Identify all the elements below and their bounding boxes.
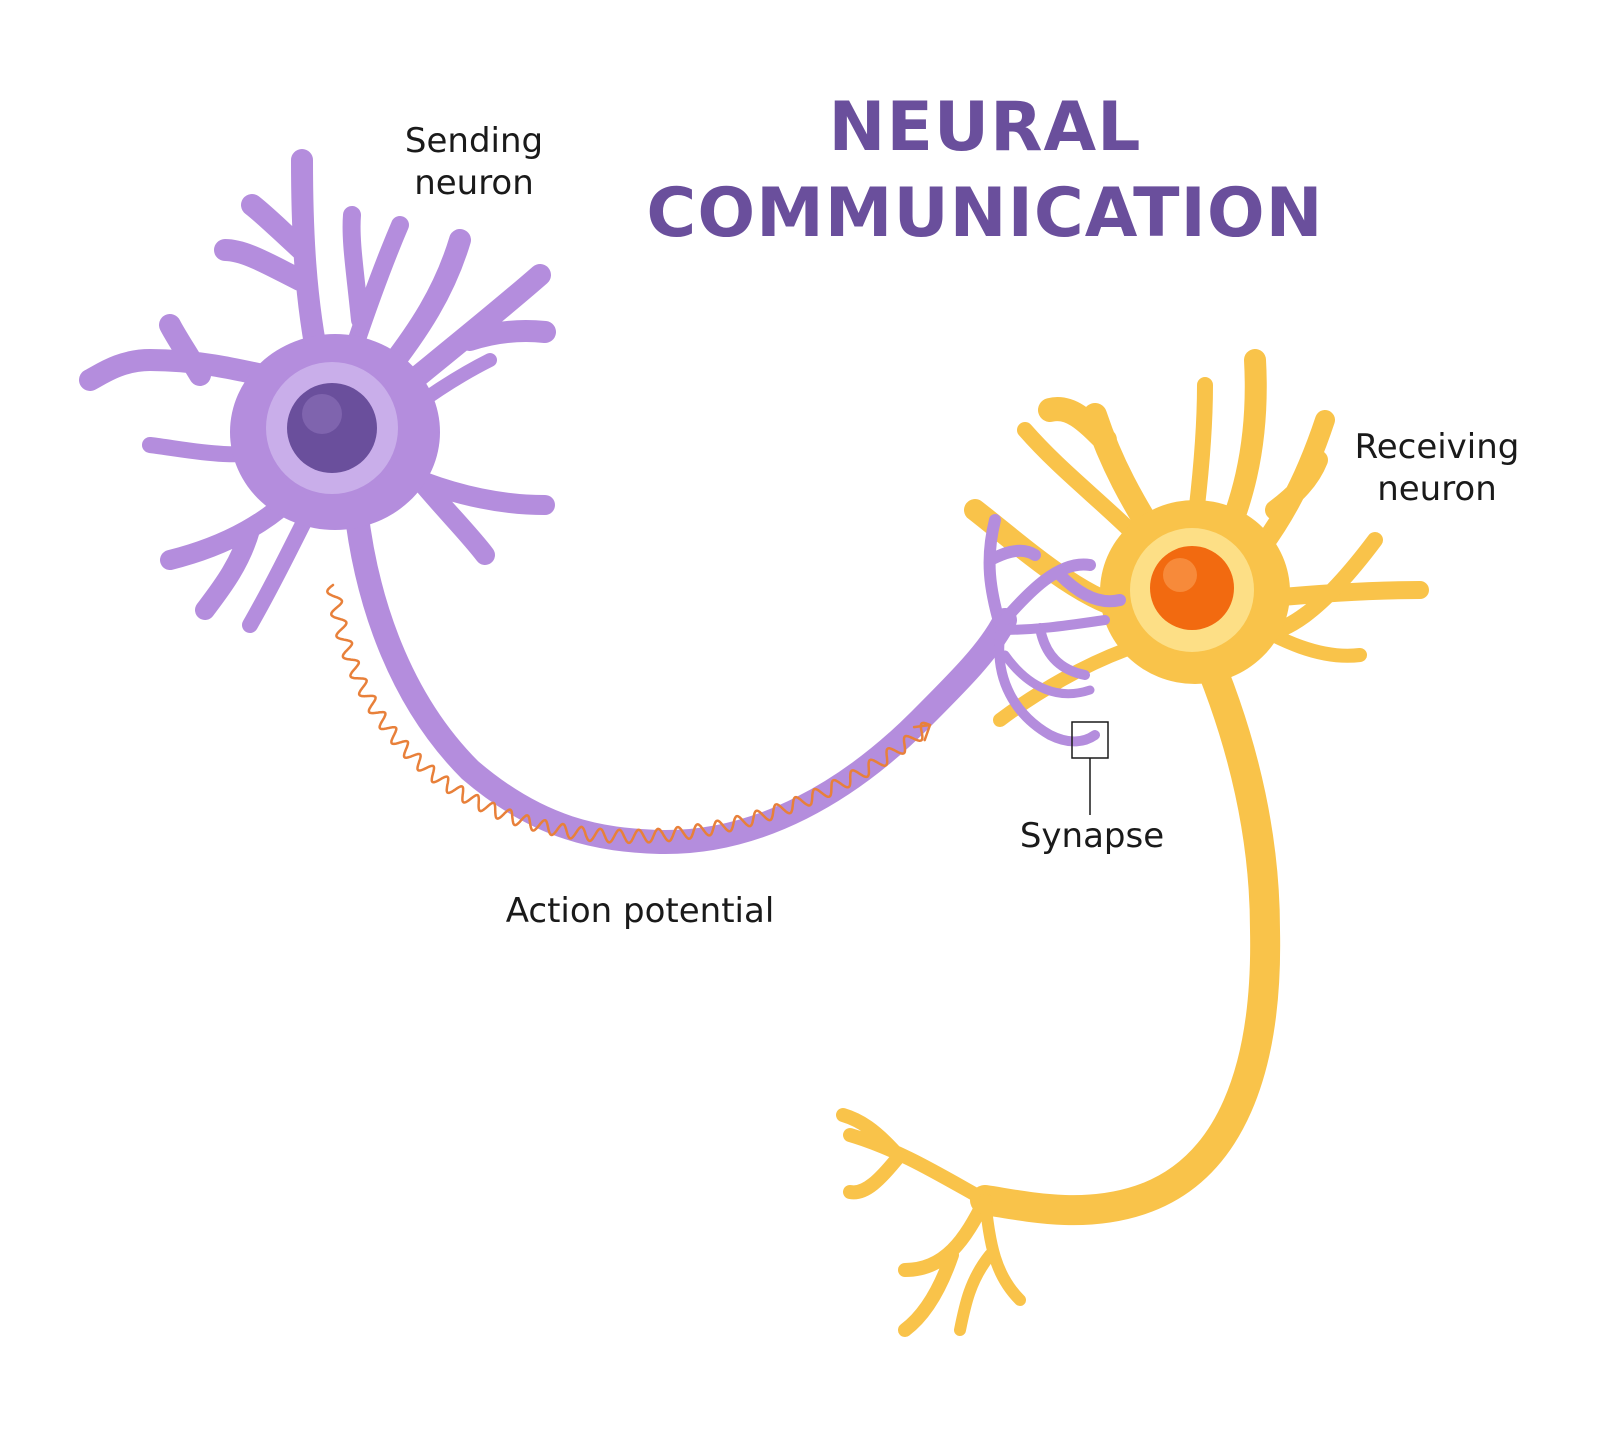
- receiving-axon-terminal-branch: [954, 1194, 1026, 1336]
- receiving-dendrite: [1017, 422, 1148, 548]
- sending-nucleus-highlight: [302, 394, 342, 434]
- sending-dendrite: [79, 314, 296, 391]
- receiving-nucleus: [1150, 546, 1234, 630]
- title-line-2: COMMUNICATION: [646, 174, 1323, 253]
- receiving-axon: [970, 625, 1281, 1226]
- action-potential-arrowhead: [912, 723, 932, 742]
- title-line-1: NEURAL: [829, 88, 1142, 167]
- action-potential-wave: [326, 583, 932, 845]
- sending-neuron-label-line-2: neuron: [414, 163, 534, 203]
- receiving-nucleus-highlight: [1163, 558, 1197, 592]
- receiving-axon-terminal-branch: [836, 1108, 992, 1207]
- receiving-axon-terminal-branch: [898, 1193, 992, 1337]
- sending-neuron: [79, 149, 1126, 855]
- sending-neuron-label-line-1: Sending: [405, 121, 543, 161]
- sending-axon-terminal-branch: [994, 630, 1100, 747]
- receiving-neuron-label-line-1: Receiving: [1355, 427, 1520, 467]
- sending-axon-terminal-branch: [994, 558, 1126, 631]
- sending-axon-terminal-branch: [983, 514, 1041, 631]
- sending-axon-terminal-branch: [1000, 650, 1095, 699]
- action-potential-label: Action potential: [506, 891, 775, 931]
- synapse-label: Synapse: [1020, 816, 1164, 856]
- sending-axon-terminal-branch: [995, 615, 1110, 680]
- receiving-neuron-label-line-2: neuron: [1377, 469, 1497, 509]
- sending-axon: [343, 488, 1017, 855]
